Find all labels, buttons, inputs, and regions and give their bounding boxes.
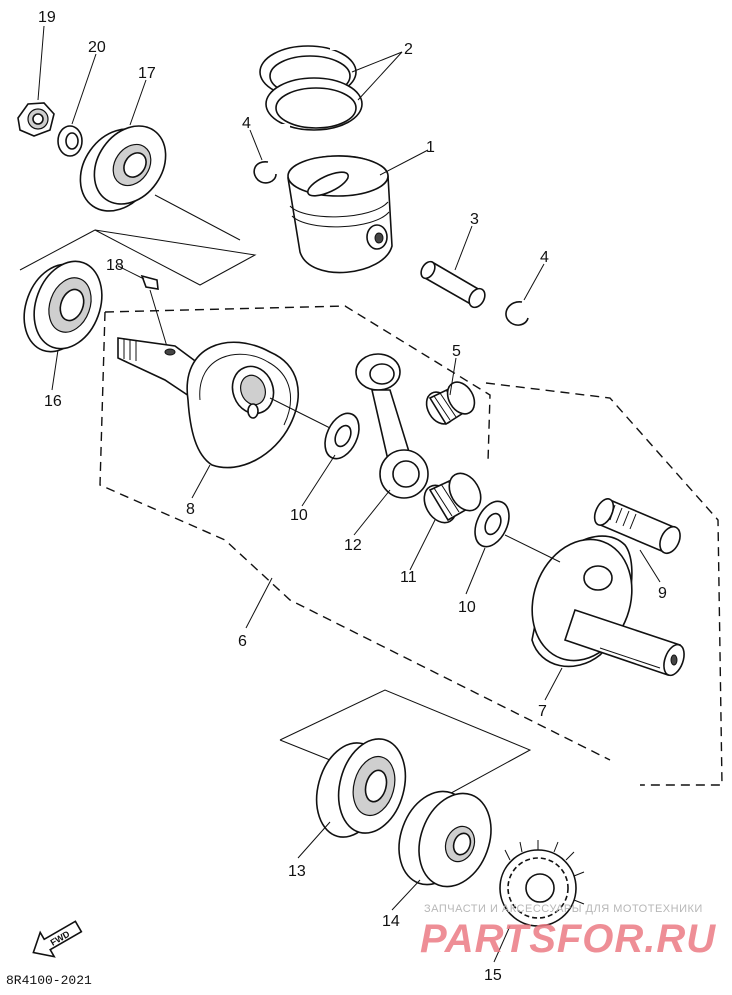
callout-7: 7 (538, 703, 547, 720)
crankpin-axis-line (269, 397, 331, 429)
crankshaft-assembly-dashed-frame (99, 305, 723, 786)
fwd-arrow-icon: FWD (32, 920, 83, 958)
key-leader-line (149, 289, 169, 351)
left-crank-bearing-part[interactable] (13, 252, 114, 361)
piston-rings-part[interactable] (259, 42, 363, 132)
callout-4-upper: 4 (242, 115, 251, 132)
callout-3: 3 (470, 211, 479, 228)
callout-8: 8 (186, 501, 195, 518)
callout-19: 19 (38, 9, 56, 26)
callout-16: 16 (44, 393, 62, 410)
right-crankshaft-half-part[interactable] (516, 525, 688, 678)
thrust-washer-right-part[interactable] (468, 496, 515, 552)
nut-part[interactable] (17, 102, 55, 137)
callout-10-right: 10 (458, 599, 476, 616)
callout-6: 6 (238, 633, 247, 650)
callout-13: 13 (288, 863, 306, 880)
callout-9: 9 (658, 585, 667, 602)
callout-14: 14 (382, 913, 400, 930)
callout-numbers: 19 20 17 2 4 1 3 4 18 5 16 8 10 12 11 10… (38, 9, 667, 984)
callout-18: 18 (106, 257, 124, 274)
crank-pin-part[interactable] (591, 496, 684, 557)
oil-seal-part[interactable] (65, 112, 180, 225)
right-oil-seal-part[interactable] (387, 781, 504, 896)
watermark-caption: ЗАПЧАСТИ И АКСЕССУАРЫ ДЛЯ МОТОТЕХНИКИ (424, 903, 703, 915)
seal-axis-line (154, 194, 241, 241)
primary-drive-gear-part[interactable] (499, 840, 585, 927)
leader-lines (37, 25, 661, 963)
callout-17: 17 (138, 65, 156, 82)
left-crankshaft-half-part[interactable] (117, 337, 299, 469)
piston-pin-part[interactable] (418, 259, 488, 310)
big-end-needle-bearing-part[interactable] (418, 468, 487, 529)
callout-15: 15 (484, 967, 502, 984)
bearing-group-frame-bottom (279, 689, 532, 811)
thrust-washer-left-part[interactable] (318, 408, 365, 464)
callout-11: 11 (400, 569, 417, 586)
small-end-needle-bearing-part[interactable] (421, 377, 480, 428)
callout-10-left: 10 (290, 507, 308, 524)
woodruff-key-part[interactable] (140, 274, 159, 290)
right-crank-bearing-part[interactable] (307, 731, 416, 844)
piston-pin-clip-upper-part[interactable] (253, 161, 277, 184)
watermark-brand: PARTSFOR.RU (420, 917, 716, 961)
callout-4-lower: 4 (540, 249, 549, 266)
callout-5: 5 (452, 343, 461, 360)
right-crankpin-axis-line (504, 534, 561, 563)
callout-1: 1 (426, 139, 435, 156)
lock-washer-part[interactable] (57, 125, 83, 157)
callout-20: 20 (88, 39, 106, 56)
callout-2: 2 (404, 41, 413, 58)
bearing-group-frame-top (19, 229, 257, 286)
piston-part[interactable] (287, 155, 393, 274)
piston-pin-clip-lower-part[interactable] (505, 301, 529, 326)
diagram-code: 8R4100-2021 (6, 973, 92, 988)
connecting-rod-part[interactable] (355, 353, 429, 499)
callout-12: 12 (344, 537, 362, 554)
